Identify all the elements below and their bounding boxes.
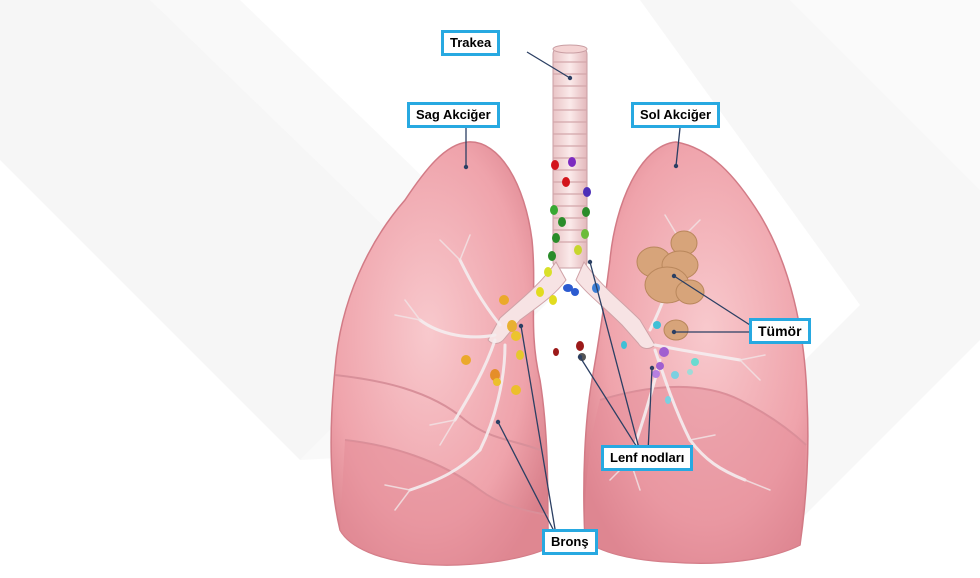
tumor-label: Tümör [749, 318, 811, 344]
bronchus-label: Bronş [542, 529, 598, 555]
left-lung-label: Sol Akciğer [631, 102, 720, 128]
trachea-label: Trakea [441, 30, 500, 56]
right-lung-label: Sag Akciğer [407, 102, 500, 128]
lymph-nodes-label: Lenf nodları [601, 445, 693, 471]
